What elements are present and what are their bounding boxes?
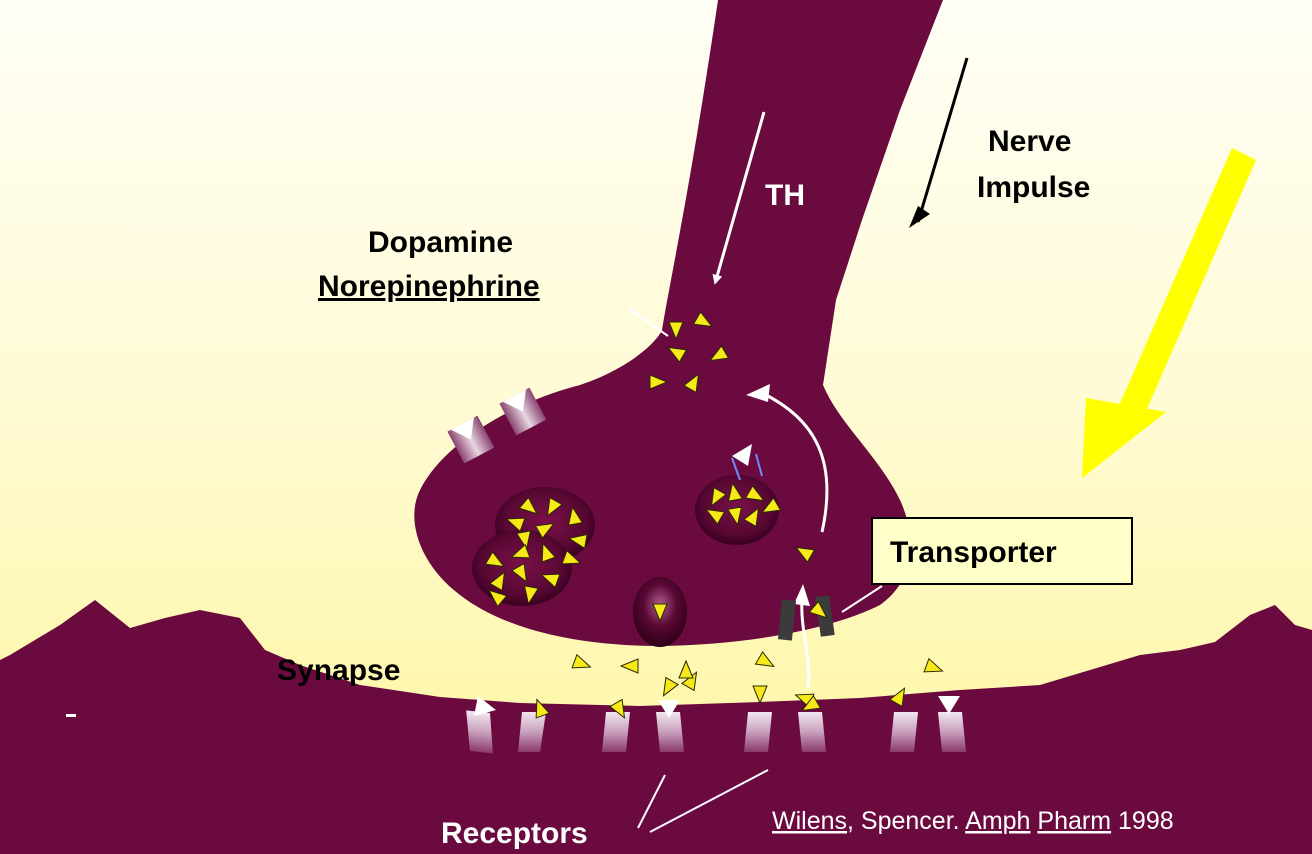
- dopamine-label: Dopamine: [368, 226, 513, 259]
- receptor: [890, 712, 918, 752]
- citation-text: Wilens, Spencer. Amph Pharm 1998: [772, 807, 1174, 835]
- citation-year: 1998: [1111, 807, 1174, 835]
- norepinephrine-label: Norepinephrine: [318, 270, 540, 303]
- receptor: [938, 712, 966, 752]
- white-dash: [66, 714, 76, 717]
- receptors-label: Receptors: [441, 817, 588, 850]
- citation-space: [1030, 807, 1037, 835]
- receptor: [798, 712, 826, 752]
- citation-amph: Amph: [965, 807, 1030, 835]
- citation-authors: Wilens: [772, 807, 847, 835]
- citation-rest: , Spencer.: [847, 807, 965, 835]
- receptor: [656, 712, 684, 752]
- nerve-label: Nerve: [988, 125, 1071, 158]
- th-label: TH: [765, 179, 805, 212]
- receptor: [744, 712, 772, 752]
- receptor: [602, 712, 630, 752]
- transporter-label: Transporter: [890, 536, 1057, 569]
- synapse-label: Synapse: [277, 654, 400, 687]
- citation-pharm: Pharm: [1037, 807, 1111, 835]
- impulse-label: Impulse: [977, 171, 1090, 204]
